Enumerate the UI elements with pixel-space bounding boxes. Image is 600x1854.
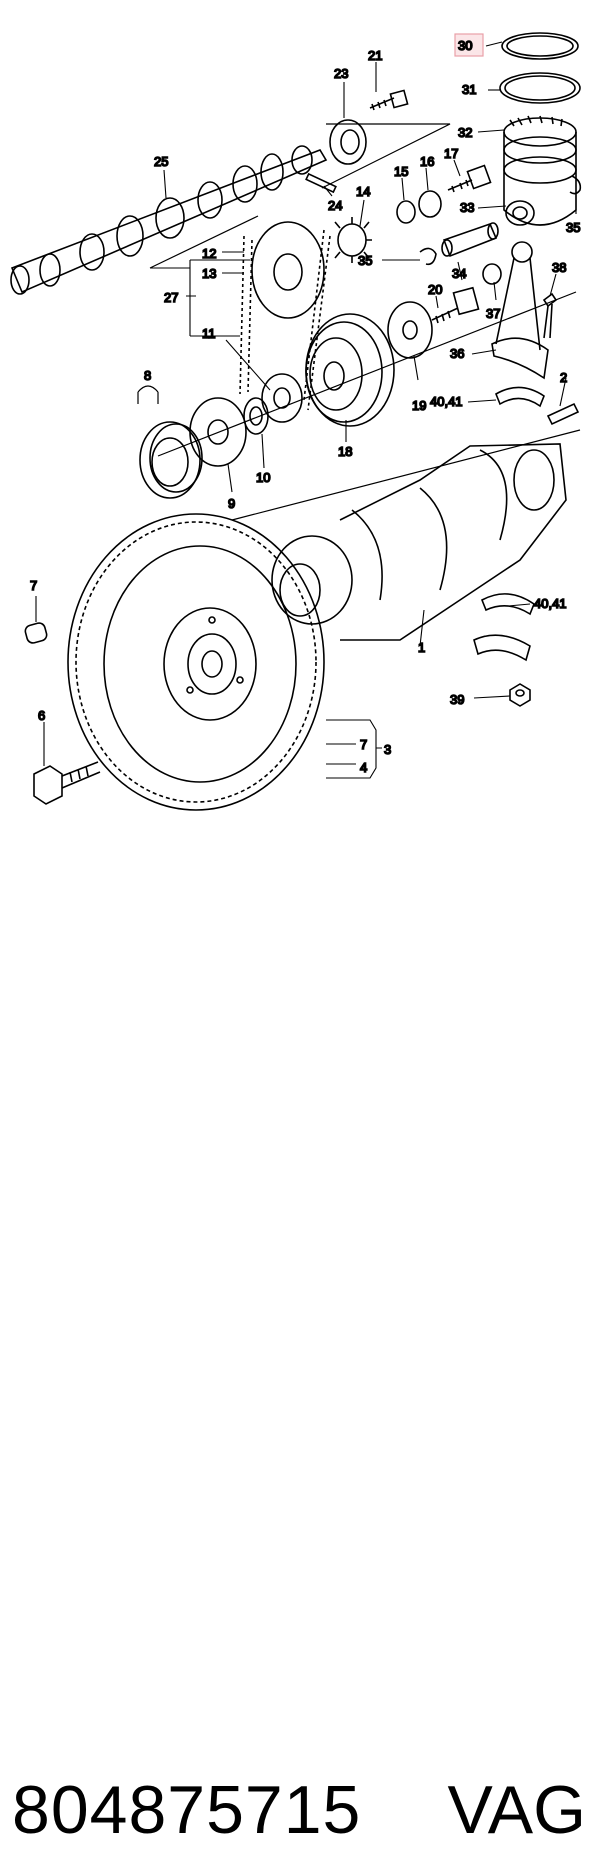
label-23[interactable]: 23 [333, 65, 349, 82]
camshaft [10, 145, 328, 295]
bolt-6 [33, 761, 101, 805]
label-3[interactable]: 3 [383, 741, 392, 758]
label-13[interactable]: 13 [201, 265, 217, 282]
piston-pin-34 [441, 222, 499, 258]
bolt-17 [447, 164, 492, 193]
label-31[interactable]: 31 [461, 81, 477, 98]
part-number: 804875715 [12, 1772, 362, 1848]
footer: 804875715 VAG [0, 880, 600, 1848]
manufacturer: VAG [447, 1772, 586, 1848]
washer-19 [387, 301, 433, 359]
label-25[interactable]: 25 [153, 153, 169, 170]
pulley-18 [305, 313, 395, 427]
label-21[interactable]: 21 [367, 47, 383, 64]
circlip-35-upper [569, 175, 582, 195]
bearing-shell-upper [495, 386, 545, 408]
connecting-rod [491, 241, 549, 380]
exploded-parts-diagram: 30 31 32 33 35 21 23 25 24 14 15 16 17 1… [10, 32, 582, 811]
dowel-pin-7 [24, 622, 48, 644]
label-19[interactable]: 19 [411, 397, 427, 414]
label-39[interactable]: 39 [449, 691, 465, 708]
piston-ring-31 [499, 72, 581, 104]
label-37[interactable]: 37 [485, 305, 501, 322]
label-40-41-upper[interactable]: 40,41 [429, 393, 463, 410]
label-40-41-lower[interactable]: 40,41 [533, 595, 567, 612]
oil-seal-8 [139, 421, 203, 499]
label-9[interactable]: 9 [227, 495, 236, 512]
label-35-lower[interactable]: 35 [357, 252, 373, 269]
label-14[interactable]: 14 [355, 183, 371, 200]
circlip-35-lower [419, 247, 437, 266]
label-7-ring-gear[interactable]: 7 [359, 736, 368, 753]
flange-23 [329, 119, 367, 165]
label-11[interactable]: 11 [201, 325, 216, 342]
bearing-shell-lower-a [480, 593, 535, 616]
piston [503, 115, 577, 226]
label-4[interactable]: 4 [359, 759, 368, 776]
washer-10 [243, 397, 269, 435]
bearing-shell-lower-b [473, 634, 531, 662]
gear-14 [334, 217, 372, 263]
label-17[interactable]: 17 [443, 145, 459, 162]
label-15[interactable]: 15 [393, 163, 409, 180]
label-8[interactable]: 8 [143, 367, 152, 384]
label-35-upper[interactable]: 35 [565, 219, 581, 236]
label-38[interactable]: 38 [551, 259, 567, 276]
washer-15 [396, 200, 416, 224]
key-2 [546, 402, 580, 426]
bush-37 [482, 263, 502, 285]
label-33[interactable]: 33 [459, 199, 475, 216]
label-18[interactable]: 18 [337, 443, 353, 460]
label-30[interactable]: 30 [457, 37, 473, 54]
label-24[interactable]: 24 [327, 197, 343, 214]
label-30-highlight[interactable] [454, 33, 484, 57]
label-10[interactable]: 10 [255, 469, 271, 486]
label-2[interactable]: 2 [559, 369, 568, 386]
leader-lines [35, 41, 577, 779]
timing-chain-assembly [239, 221, 331, 423]
spacer-9 [189, 397, 247, 467]
label-12[interactable]: 12 [201, 245, 217, 262]
bolt-20 [431, 286, 480, 324]
label-6[interactable]: 6 [37, 707, 46, 724]
label-20[interactable]: 20 [427, 281, 443, 298]
label-1[interactable]: 1 [417, 639, 426, 656]
piston-ring-30 [501, 32, 579, 60]
flywheel [67, 513, 325, 811]
washer-16 [418, 190, 442, 218]
label-27[interactable]: 27 [163, 289, 179, 306]
label-7-dowel[interactable]: 7 [29, 577, 38, 594]
nut-39 [509, 683, 531, 707]
label-36[interactable]: 36 [449, 345, 465, 362]
label-34[interactable]: 34 [451, 265, 467, 282]
key-24 [305, 172, 337, 194]
label-32[interactable]: 32 [457, 124, 473, 141]
label-16[interactable]: 16 [419, 153, 435, 170]
bolt-21 [369, 89, 409, 111]
